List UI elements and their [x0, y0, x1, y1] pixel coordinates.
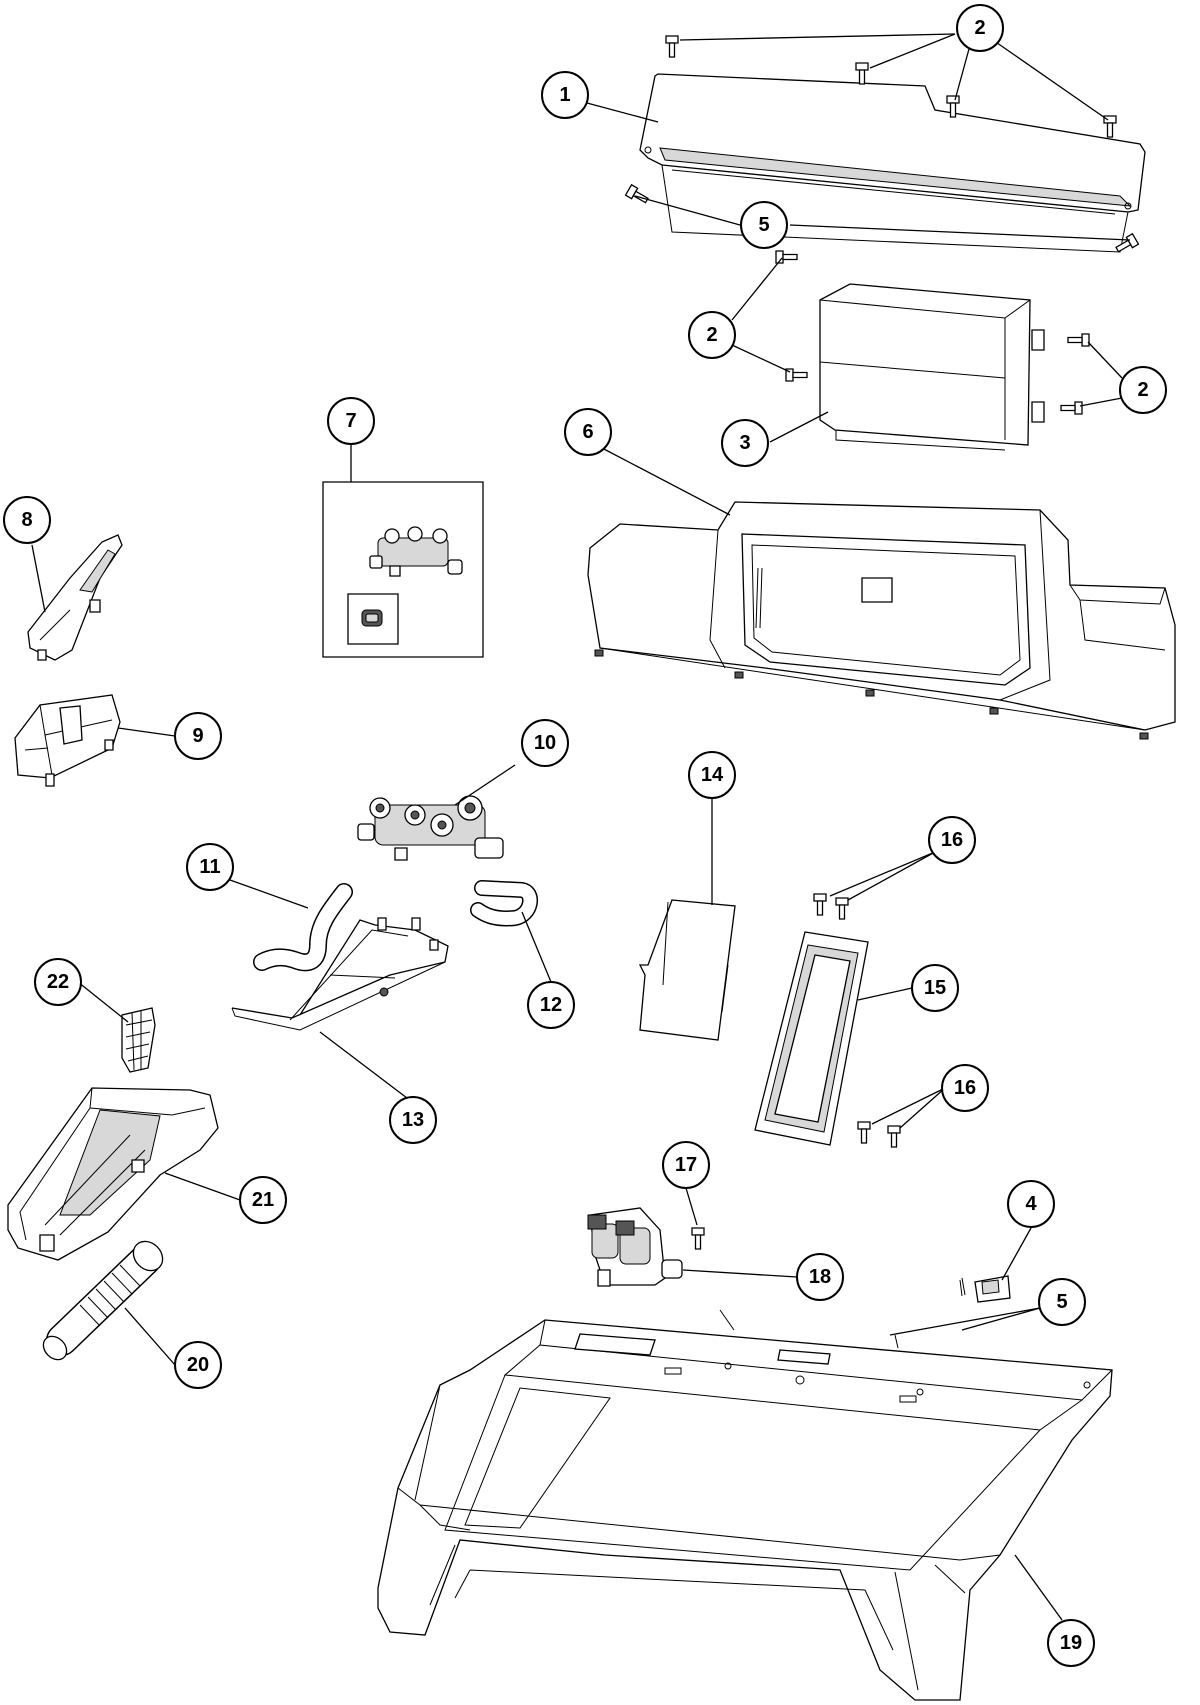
svg-text:14: 14 — [701, 764, 724, 786]
callout-16-top: 16 — [928, 816, 976, 864]
callout-13: 13 — [389, 1096, 437, 1144]
callout-1: 1 — [541, 71, 589, 119]
svg-text:18: 18 — [809, 1266, 831, 1288]
svg-text:20: 20 — [187, 1354, 209, 1376]
part-hose-small — [262, 892, 344, 962]
part-bracket — [232, 918, 448, 1030]
svg-text:7: 7 — [345, 410, 356, 432]
svg-text:16: 16 — [941, 829, 963, 851]
callout-5-top: 5 — [740, 201, 788, 249]
callout-2-right: 2 — [1119, 366, 1167, 414]
svg-text:11: 11 — [199, 856, 220, 878]
part-lint-filter — [122, 1008, 155, 1072]
svg-text:2: 2 — [974, 17, 985, 39]
part-dispenser-housing — [8, 1088, 218, 1260]
part-control-board — [820, 284, 1044, 450]
svg-text:8: 8 — [21, 509, 32, 531]
callout-11: 11 — [186, 843, 234, 891]
screw-part-17 — [692, 1228, 704, 1249]
screws-part-16 — [814, 894, 900, 1147]
svg-text:3: 3 — [739, 432, 750, 454]
callout-7: 7 — [327, 397, 375, 445]
callout-2-left: 2 — [688, 311, 736, 359]
svg-text:2: 2 — [1137, 379, 1148, 401]
part-gasket-frame — [755, 932, 868, 1145]
svg-text:15: 15 — [924, 977, 946, 999]
callout-16-bottom: 16 — [941, 1064, 989, 1112]
callout-10: 10 — [521, 719, 569, 767]
callout-22: 22 — [34, 958, 82, 1006]
part-dispenser-cup — [15, 695, 120, 786]
svg-text:2: 2 — [706, 324, 717, 346]
svg-text:21: 21 — [252, 1189, 274, 1211]
callout-21: 21 — [239, 1176, 287, 1224]
screws-part-5-lower — [720, 1280, 962, 1348]
svg-text:12: 12 — [540, 994, 562, 1016]
callout-20: 20 — [174, 1341, 222, 1389]
callout-18: 18 — [796, 1253, 844, 1301]
callout-8: 8 — [3, 496, 51, 544]
part-small-bracket — [962, 1276, 1010, 1302]
callout-5-bottom: 5 — [1038, 1278, 1086, 1326]
callout-17: 17 — [662, 1141, 710, 1189]
callout-12: 12 — [527, 981, 575, 1029]
part-rear-cover — [640, 74, 1145, 252]
callout-6: 6 — [564, 408, 612, 456]
part-panel-insert — [640, 900, 735, 1040]
callout-9: 9 — [174, 712, 222, 760]
callout-2-top: 2 — [956, 4, 1004, 52]
svg-text:1: 1 — [559, 84, 570, 106]
svg-text:5: 5 — [1056, 1291, 1067, 1313]
svg-text:9: 9 — [192, 725, 203, 747]
part-corrugated-hose — [39, 1235, 169, 1364]
callout-4: 4 — [1007, 1180, 1055, 1228]
part-hose-curved — [478, 888, 530, 918]
part-valve-kit — [323, 482, 483, 657]
svg-text:16: 16 — [954, 1077, 976, 1099]
svg-text:10: 10 — [534, 732, 556, 754]
callout-14: 14 — [688, 751, 736, 799]
svg-text:4: 4 — [1025, 1193, 1037, 1215]
callout-19: 19 — [1047, 1619, 1095, 1667]
part-water-valve — [358, 796, 503, 860]
callout-15: 15 — [911, 964, 959, 1012]
part-top-cover — [378, 1320, 1112, 1700]
svg-text:19: 19 — [1060, 1632, 1082, 1654]
svg-text:6: 6 — [582, 421, 593, 443]
svg-text:22: 22 — [47, 971, 69, 993]
part-inlet-valve — [588, 1208, 682, 1286]
svg-text:17: 17 — [675, 1154, 697, 1176]
part-console — [588, 502, 1175, 739]
callout-3: 3 — [721, 419, 769, 467]
screws-part-3 — [776, 251, 1089, 414]
leader-lines — [31, 33, 1131, 1621]
svg-text:5: 5 — [758, 214, 769, 236]
svg-text:13: 13 — [402, 1109, 424, 1131]
screws-part-1 — [626, 36, 1139, 255]
part-dispenser-lid — [28, 535, 122, 660]
